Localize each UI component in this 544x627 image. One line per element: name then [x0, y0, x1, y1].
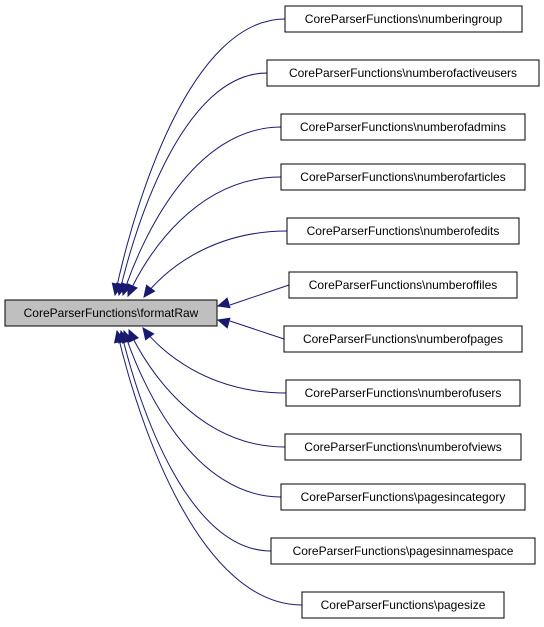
edge-4 — [127, 176, 282, 297]
caller-node-numberofarticles-label: CoreParserFunctions\numberofarticles — [300, 170, 505, 184]
caller-node-numberofpages-label: CoreParserFunctions\numberofpages — [303, 332, 503, 346]
caller-node-pagesinnamespace-label: CoreParserFunctions\pagesinnamespace — [293, 544, 514, 558]
nodes-layer: CoreParserFunctions\formatRawCoreParserF… — [4, 5, 540, 619]
caller-node-numberoffiles-label: CoreParserFunctions\numberoffiles — [309, 278, 498, 292]
caller-node-numberoffiles-box[interactable] — [288, 271, 518, 299]
target-node-formatraw: CoreParserFunctions\formatRaw — [4, 299, 218, 327]
edge-8 — [142, 327, 287, 394]
caller-node-pagesize[interactable]: CoreParserFunctions\pagesize — [301, 591, 505, 619]
target-node-formatraw-box — [4, 299, 218, 327]
caller-node-numberofviews-label: CoreParserFunctions\numberofviews — [304, 440, 501, 454]
edge-arrowhead-6 — [216, 297, 231, 309]
caller-node-numberoffiles[interactable]: CoreParserFunctions\numberoffiles — [288, 271, 518, 299]
caller-node-pagesinnamespace-box[interactable] — [270, 537, 536, 565]
caller-node-numberofusers[interactable]: CoreParserFunctions\numberofusers — [285, 379, 521, 407]
edges-layer — [111, 18, 303, 606]
target-node-formatraw-label: CoreParserFunctions\formatRaw — [24, 306, 199, 320]
caller-node-pagesize-label: CoreParserFunctions\pagesize — [321, 598, 486, 612]
caller-node-numberofadmins-box[interactable] — [280, 113, 526, 141]
edge-7 — [229, 320, 285, 340]
edge-11 — [120, 330, 272, 552]
caller-node-numberofedits-box[interactable] — [286, 217, 520, 245]
caller-node-numberofpages-box[interactable] — [283, 325, 523, 353]
caller-node-numberofactiveusers-box[interactable] — [266, 59, 540, 87]
edge-5 — [143, 230, 288, 298]
edge-arrowhead-5 — [143, 284, 156, 298]
caller-node-numberofactiveusers-label: CoreParserFunctions\numberofactiveusers — [289, 66, 517, 80]
edge-2 — [118, 72, 268, 296]
caller-node-pagesincategory[interactable]: CoreParserFunctions\pagesincategory — [280, 483, 526, 511]
edge-10 — [123, 330, 282, 498]
caller-node-numberofadmins-label: CoreParserFunctions\numberofadmins — [300, 120, 506, 134]
caller-node-numberofadmins[interactable]: CoreParserFunctions\numberofadmins — [280, 113, 526, 141]
edge-1 — [114, 18, 286, 296]
caller-node-numberofedits[interactable]: CoreParserFunctions\numberofedits — [286, 217, 520, 245]
caller-node-numberofactiveusers[interactable]: CoreParserFunctions\numberofactiveusers — [266, 59, 540, 87]
edge-arrowhead-12 — [113, 329, 126, 344]
caller-node-numberofarticles-box[interactable] — [280, 163, 526, 191]
caller-node-pagesincategory-box[interactable] — [280, 483, 526, 511]
edge-arrowhead-4 — [127, 283, 138, 298]
caller-node-pagesize-box[interactable] — [301, 591, 505, 619]
caller-node-numberofusers-label: CoreParserFunctions\numberofusers — [305, 386, 502, 400]
caller-node-numberofedits-label: CoreParserFunctions\numberofedits — [307, 224, 500, 238]
caller-node-numberingroup-label: CoreParserFunctions\numberingroup — [305, 12, 503, 26]
caller-node-numberingroup-box[interactable] — [284, 5, 523, 33]
edge-6 — [229, 284, 290, 306]
caller-node-numberofviews-box[interactable] — [284, 433, 522, 461]
caller-node-numberofusers-box[interactable] — [285, 379, 521, 407]
caller-node-numberofarticles[interactable]: CoreParserFunctions\numberofarticles — [280, 163, 526, 191]
edge-12 — [116, 330, 303, 606]
caller-node-numberingroup[interactable]: CoreParserFunctions\numberingroup — [284, 5, 523, 33]
edge-9 — [128, 329, 286, 448]
edge-3 — [122, 126, 282, 296]
edge-arrowhead-8 — [142, 327, 155, 341]
caller-node-numberofpages[interactable]: CoreParserFunctions\numberofpages — [283, 325, 523, 353]
caller-node-pagesinnamespace[interactable]: CoreParserFunctions\pagesinnamespace — [270, 537, 536, 565]
caller-node-pagesincategory-label: CoreParserFunctions\pagesincategory — [301, 490, 506, 504]
edge-arrowhead-7 — [216, 317, 231, 329]
caller-node-numberofviews[interactable]: CoreParserFunctions\numberofviews — [284, 433, 522, 461]
